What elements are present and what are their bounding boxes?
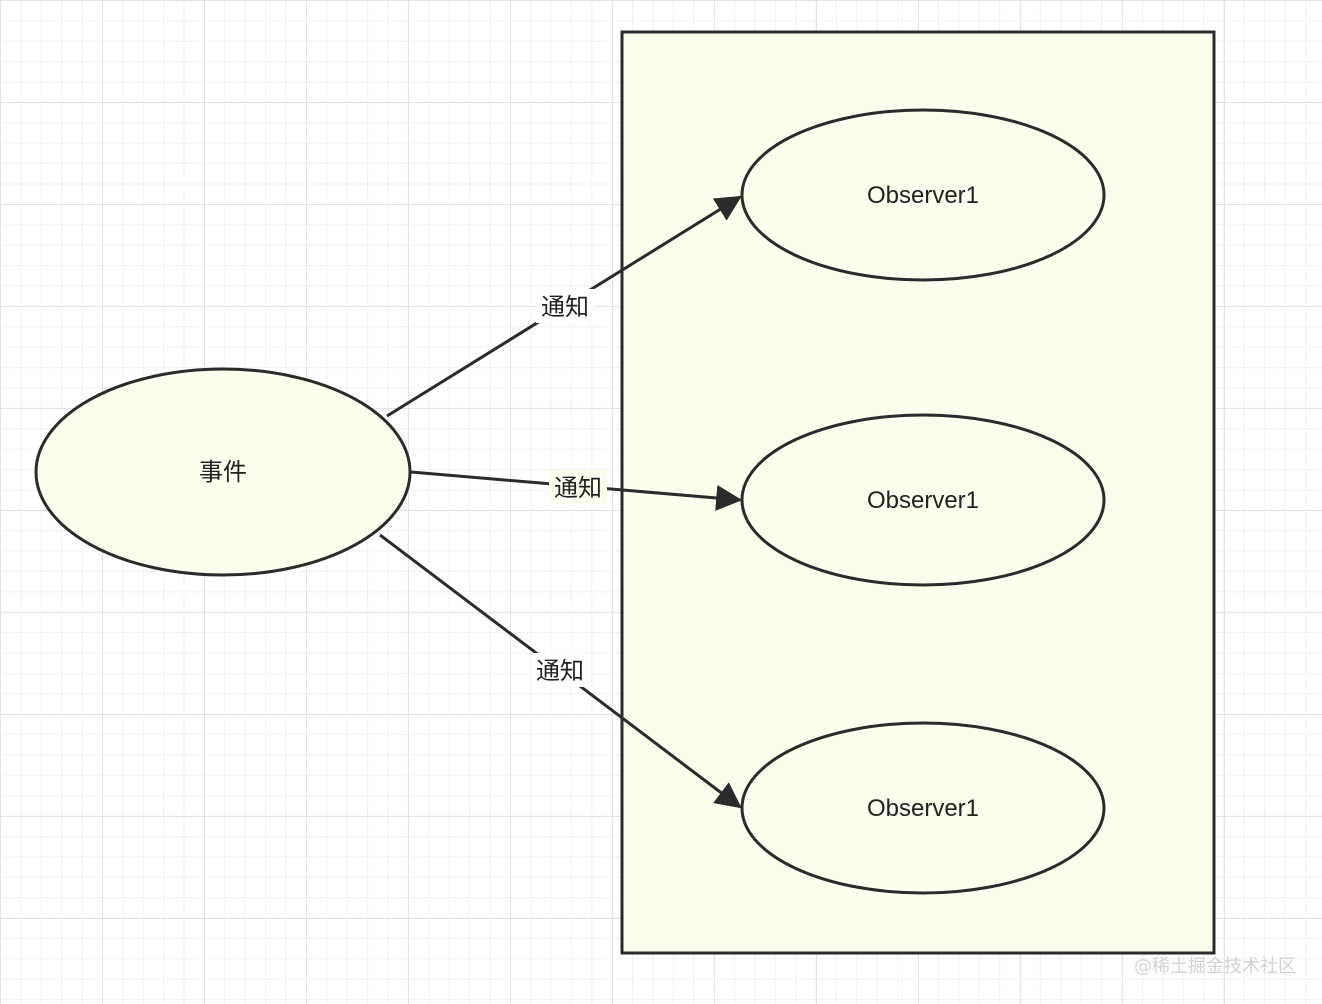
observer-node-2-label: Observer1 [867, 487, 979, 514]
observer-node-1[interactable] [740, 108, 1106, 282]
observer-node-3-label: Observer1 [867, 795, 979, 822]
edge-label-bg-2 [549, 470, 607, 504]
event-node-label: 事件 [199, 459, 247, 486]
edge-label-bg-3 [531, 653, 589, 687]
watermark: @稀土掘金技术社区 [1134, 956, 1296, 977]
observer-node-1-label: Observer1 [867, 182, 979, 209]
observer-node-2[interactable] [740, 413, 1106, 587]
edge-label-3: 通知 [536, 657, 584, 685]
edge-label-bg-1 [536, 289, 594, 323]
edge-label-2: 通知 [554, 474, 602, 502]
event-node[interactable] [34, 367, 412, 577]
observer-node-3[interactable] [740, 721, 1106, 895]
edge-label-1: 通知 [541, 293, 589, 321]
